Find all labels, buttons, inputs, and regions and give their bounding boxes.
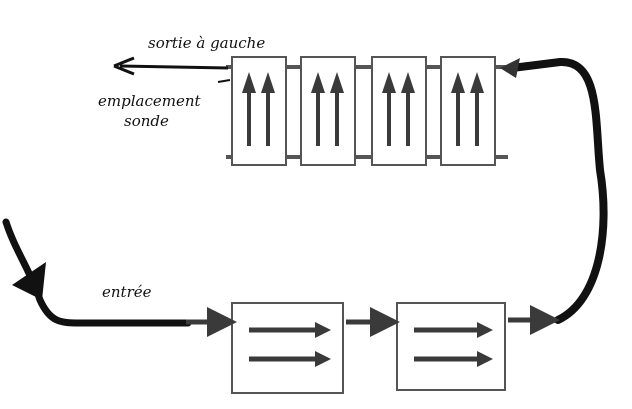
right-arrowhead xyxy=(477,351,493,367)
up-arrowhead xyxy=(470,72,484,93)
cell-box xyxy=(231,302,344,394)
label-probe-location-1: emplacement xyxy=(98,92,201,110)
label-left-exit: sortie à gauche xyxy=(148,34,265,52)
up-arrowhead xyxy=(401,72,415,93)
top-cell xyxy=(300,56,356,166)
up-arrowhead xyxy=(242,72,256,93)
label-probe-location-2: sonde xyxy=(124,112,169,130)
left-exit-arrow xyxy=(113,56,229,76)
up-arrowhead xyxy=(311,72,325,93)
up-arrowhead xyxy=(330,72,344,93)
return-loop-line xyxy=(508,57,608,324)
bottom-cell xyxy=(396,302,506,391)
right-arrowhead xyxy=(315,351,331,367)
probe-pointer-line xyxy=(217,79,231,83)
cell-box xyxy=(231,56,287,166)
cell-box xyxy=(300,56,356,166)
top-cells xyxy=(231,56,496,166)
up-arrowhead xyxy=(261,72,275,93)
cell-box xyxy=(371,56,427,166)
top-cell xyxy=(440,56,496,166)
up-arrowhead xyxy=(451,72,465,93)
bottom-connectors xyxy=(186,305,560,337)
cell-box xyxy=(440,56,496,166)
up-arrowhead xyxy=(382,72,396,93)
return-arrowhead xyxy=(500,58,520,78)
bottom-cell xyxy=(231,302,344,394)
top-cell xyxy=(231,56,287,166)
inlet-line xyxy=(2,218,192,327)
label-inlet: entrée xyxy=(102,283,152,301)
right-arrowhead xyxy=(315,322,331,338)
top-cell xyxy=(371,56,427,166)
bottom-cells xyxy=(231,302,506,394)
right-arrowhead xyxy=(477,322,493,338)
inlet-arrowhead xyxy=(12,262,46,300)
cell-box xyxy=(396,302,506,391)
